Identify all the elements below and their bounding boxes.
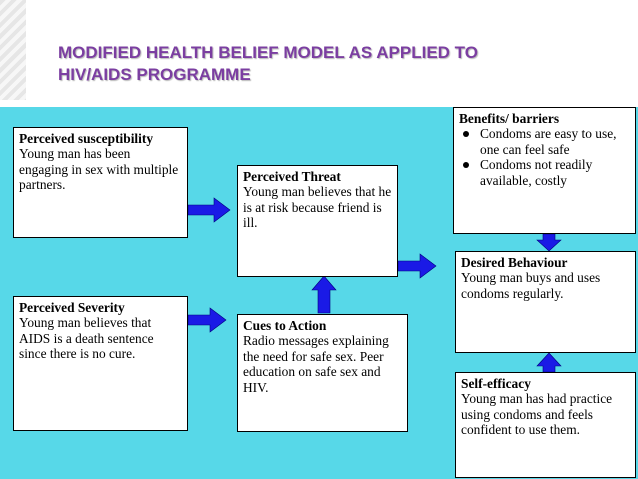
perceived-threat-heading: Perceived Threat [243, 169, 341, 184]
perceived-threat-text: Young man believes that he is at risk be… [243, 184, 392, 231]
benefits-barriers-bullet-2: Condoms not readily available, costly [459, 157, 630, 188]
self-efficacy-box: Self-efficacy Young man has had practice… [455, 372, 636, 478]
title-line-2: HIV/AIDS PROGRAMME [58, 65, 251, 84]
perceived-severity-text: Young man believes that AIDS is a death … [19, 315, 154, 362]
arrow-efficacy-to-behaviour [536, 352, 562, 373]
self-efficacy-text: Young man has had practice using condoms… [461, 391, 613, 438]
slide-title: MODIFIED HEALTH BELIEF MODEL AS APPLIED … [58, 42, 618, 86]
arrow-threat-to-behaviour [397, 253, 437, 279]
benefits-barriers-bullet-1: Condoms are easy to use, one can feel sa… [459, 126, 630, 157]
arrow-benefits-to-behaviour [536, 233, 562, 252]
perceived-susceptibility-box: Perceived susceptibility Young man has b… [13, 127, 188, 238]
perceived-threat-box: Perceived Threat Young man believes that… [237, 165, 398, 277]
arrow-susceptibility-to-threat [187, 197, 231, 223]
self-efficacy-heading: Self-efficacy [461, 376, 531, 391]
desired-behaviour-heading: Desired Behaviour [461, 255, 568, 270]
perceived-severity-heading: Perceived Severity [19, 300, 125, 315]
perceived-susceptibility-text: Young man has been engaging in sex with … [19, 146, 179, 193]
desired-behaviour-text: Young man buys and uses condoms regularl… [461, 270, 601, 301]
perceived-susceptibility-heading: Perceived susceptibility [19, 131, 154, 146]
perceived-severity-box: Perceived Severity Young man believes th… [13, 296, 188, 431]
cues-to-action-heading: Cues to Action [243, 318, 327, 333]
cues-to-action-text: Radio messages explaining the need for s… [243, 333, 389, 395]
benefits-barriers-heading: Benefits/ barriers [459, 111, 560, 126]
title-line-1: MODIFIED HEALTH BELIEF MODEL AS APPLIED … [58, 43, 478, 62]
benefits-barriers-list: Condoms are easy to use, one can feel sa… [459, 126, 630, 188]
benefits-barriers-box: Benefits/ barriers Condoms are easy to u… [453, 107, 636, 234]
cues-to-action-box: Cues to Action Radio messages explaining… [237, 314, 408, 432]
decorative-side-bar [0, 0, 26, 100]
desired-behaviour-box: Desired Behaviour Young man buys and use… [455, 251, 636, 353]
arrow-cues-to-threat [311, 275, 337, 314]
arrow-severity-to-cues [187, 307, 227, 333]
